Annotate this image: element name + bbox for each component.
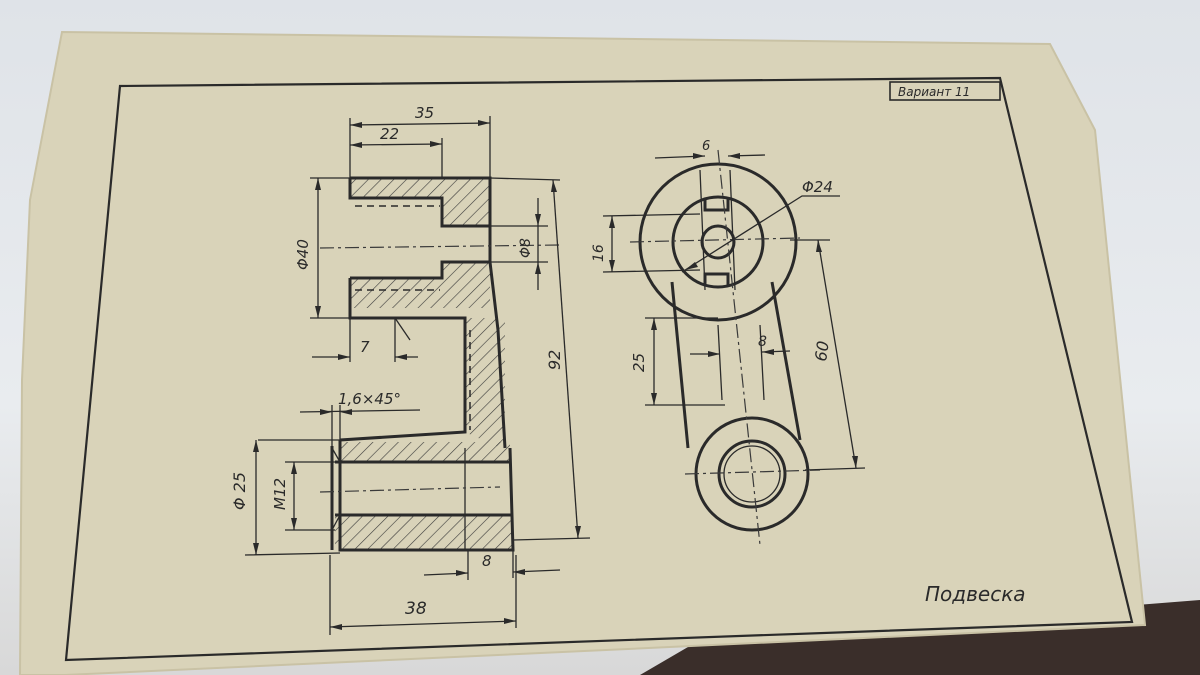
dim-38: 38 xyxy=(405,599,427,619)
variant-label: Вариант 11 xyxy=(898,85,970,99)
dim-8-bottom: 8 xyxy=(482,552,492,570)
hatch-mid-upper xyxy=(350,262,490,308)
variant-box: Вариант 11 xyxy=(889,81,1001,101)
dim-16: 16 xyxy=(591,244,607,262)
hatch-lower-top xyxy=(340,442,510,462)
dim-92: 92 xyxy=(545,350,564,370)
dim-m12: M12 xyxy=(271,478,289,510)
top-inner-circle xyxy=(671,195,765,289)
drawing-frame xyxy=(64,76,1134,662)
dim-phi25: Φ 25 xyxy=(230,472,249,510)
dim-60: 60 xyxy=(811,340,833,363)
dim-chamfer: 1,6×45° xyxy=(338,390,401,408)
plan-view: 6 Φ24 16 25 8 60 xyxy=(591,139,866,546)
hatch-top-right xyxy=(442,178,490,226)
dim-phi40: Φ40 xyxy=(294,239,312,270)
dim-25: 25 xyxy=(630,353,648,372)
dim-phi8: Φ8 xyxy=(518,238,534,258)
paper-sheet xyxy=(20,32,1145,675)
top-hole xyxy=(700,224,736,260)
section-view: 35 22 Φ40 Φ8 92 7 1, xyxy=(230,104,591,635)
hatch-web xyxy=(395,318,505,450)
drawing-title: Подвеска xyxy=(925,582,1026,606)
dim-22: 22 xyxy=(380,125,399,143)
bottom-hole xyxy=(723,445,781,503)
dim-7: 7 xyxy=(360,338,370,356)
dim-35: 35 xyxy=(415,104,434,122)
arm-outline xyxy=(670,281,802,449)
dim-phi24: Φ24 xyxy=(802,178,833,196)
bottom-inner-ring xyxy=(717,439,787,509)
dim-6: 6 xyxy=(702,139,710,154)
dim-8-rib: 8 xyxy=(758,334,767,350)
hatch-lower-bottom xyxy=(335,515,513,550)
hatch-top-left xyxy=(350,178,442,198)
